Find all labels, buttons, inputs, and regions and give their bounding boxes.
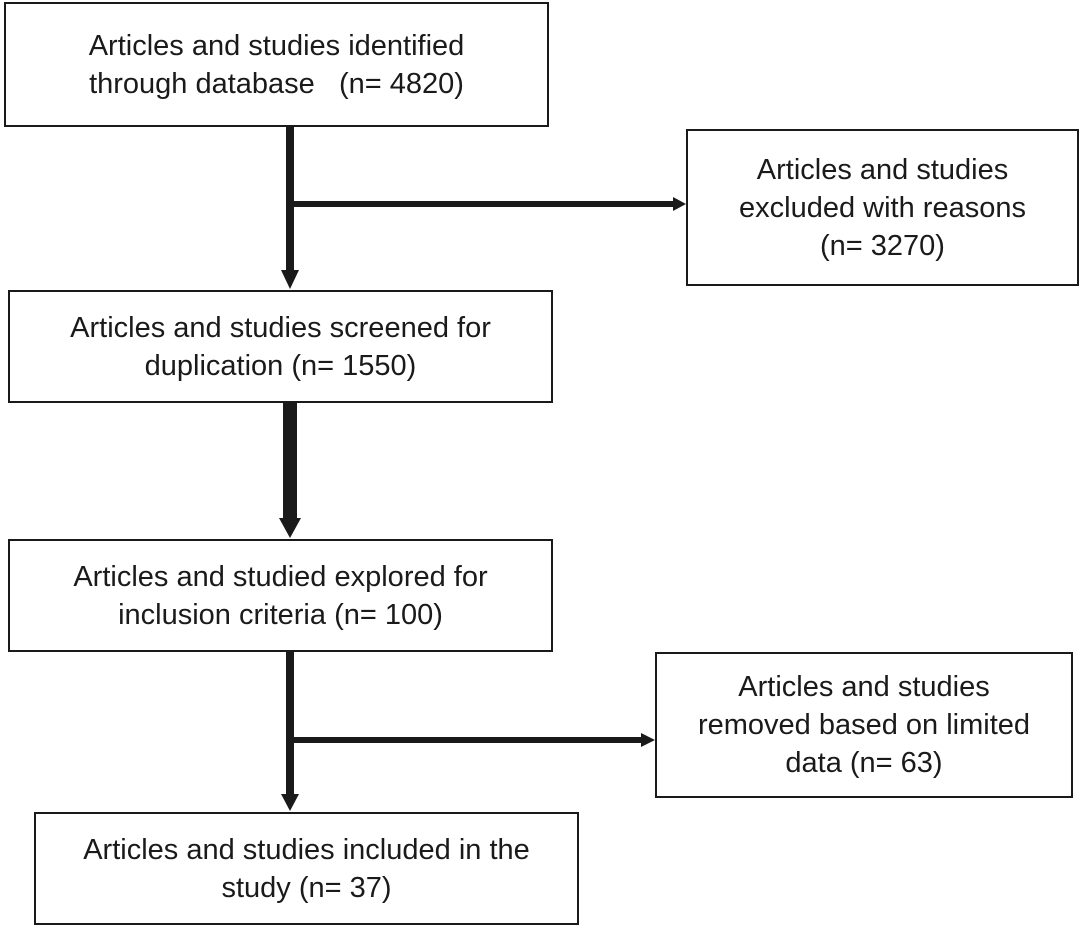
box-excluded-line3: (n= 3270) <box>820 229 945 262</box>
arrowhead-to-explored <box>279 518 301 538</box>
box-removed-line2: removed based on limited <box>697 709 1031 741</box>
box-excluded: Articles and studies excluded with reaso… <box>686 129 1079 286</box>
arrowhead-to-included <box>281 794 299 811</box>
box-screened-line1: Articles and studies screened for <box>70 311 491 344</box>
box-explored-line2: inclusion criteria (n= 100) <box>118 598 443 631</box>
box-explored-line1: Articles and studied explored for <box>73 560 488 593</box>
box-removed-line1: Articles and studies <box>738 671 990 703</box>
box-identified: Articles and studies identified through … <box>4 2 549 127</box>
box-screened-line2: duplication (n= 1550) <box>144 349 417 382</box>
arrowhead-to-removed <box>641 733 655 747</box>
box-excluded-line2: excluded with reasons <box>739 191 1026 224</box>
box-removed: Articles and studies removed based on li… <box>655 652 1073 798</box>
arrowhead-to-excluded <box>673 197 686 211</box>
box-identified-line2: through database (n= 4820) <box>89 67 464 100</box>
box-included: Articles and studies included in the stu… <box>34 812 579 925</box>
box-explored: Articles and studied explored for inclus… <box>8 539 553 652</box>
arrowhead-to-screened <box>281 270 299 289</box>
box-removed-line3: data (n= 63) <box>785 747 943 779</box>
box-identified-line1: Articles and studies identified <box>88 29 465 62</box>
box-screened: Articles and studies screened for duplic… <box>8 290 553 403</box>
box-included-line2: study (n= 37) <box>221 871 392 904</box>
box-excluded-line1: Articles and studies <box>756 153 1009 186</box>
box-included-line1: Articles and studies included in the <box>83 833 530 866</box>
